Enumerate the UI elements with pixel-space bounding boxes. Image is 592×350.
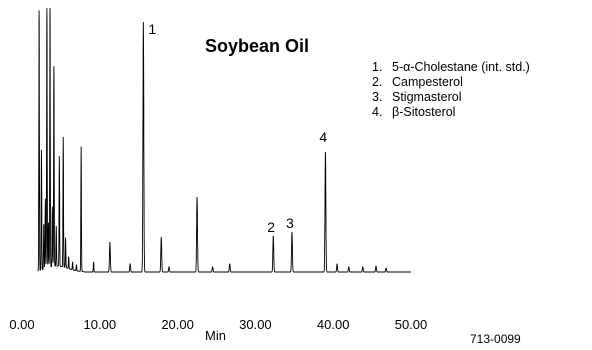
x-axis-label: Min [205,328,226,343]
x-tick-label: 10.00 [84,317,117,332]
peak-label-1: 1 [148,21,156,37]
legend-item-label: β-Sitosterol [392,105,456,119]
legend-item-number: 1. [372,60,383,74]
peak-label-2: 2 [267,219,275,235]
legend-item-number: 3. [372,90,383,104]
chart-title: Soybean Oil [205,36,310,56]
legend-item-number: 4. [372,105,383,119]
x-tick-label: 50.00 [395,317,428,332]
document-code: 713-0099 [470,332,521,346]
peak-label-4: 4 [319,129,327,145]
chromatogram-trace-group [37,7,411,273]
peak-label-3: 3 [286,215,294,231]
legend: 1. 5-α-Cholestane (int. std.) 2. Campest… [372,60,530,120]
legend-item: 4. β-Sitosterol [372,105,530,120]
x-tick-label: 0.00 [9,317,34,332]
x-axis-tick-labels: 0.00 10.00 20.00 30.00 40.00 50.00 [9,317,427,332]
chromatogram-trace [37,7,411,273]
legend-item: 1. 5-α-Cholestane (int. std.) [372,60,530,75]
legend-item-number: 2. [372,75,383,89]
legend-item-label: Stigmasterol [392,90,462,104]
x-tick-label: 30.00 [239,317,272,332]
x-tick-label: 20.00 [161,317,194,332]
legend-item-label: 5-α-Cholestane (int. std.) [392,60,530,74]
legend-item: 3. Stigmasterol [372,90,530,105]
legend-item-label: Campesterol [392,75,463,89]
x-tick-label: 40.00 [317,317,350,332]
legend-item: 2. Campesterol [372,75,530,90]
